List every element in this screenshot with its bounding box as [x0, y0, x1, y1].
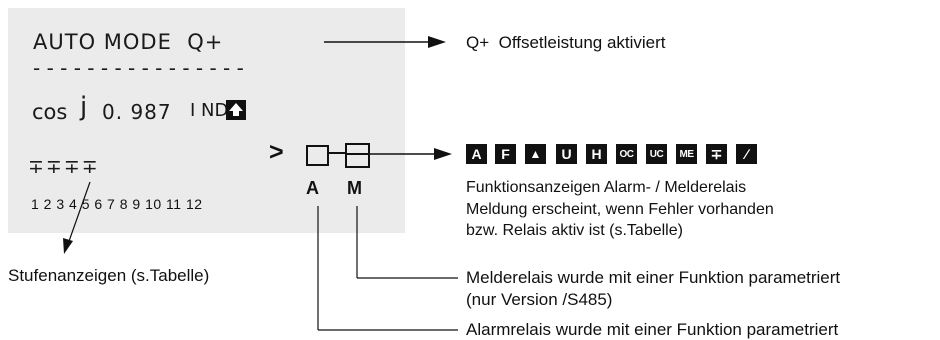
steps-annotation: Stufenanzeigen (s.Tabelle)	[8, 266, 210, 285]
harmonic-icon: H	[586, 144, 607, 164]
step-arrowhead	[63, 238, 73, 254]
voltage-icon: U	[556, 144, 577, 164]
undercurrent-icon: UC	[646, 144, 667, 164]
ind-label: I ND	[190, 100, 229, 121]
relay-m-box-divider	[345, 153, 370, 155]
lcd-display-panel	[8, 8, 405, 233]
function-description-line-3: bzw. Relais aktiv ist (s.Tabelle)	[466, 222, 683, 239]
function-description-line-1: Funktionsanzeigen Alarm- / Melderelais	[466, 179, 747, 196]
cos-label: cos	[32, 100, 68, 124]
slash-icon: ∕	[736, 144, 757, 164]
offset-annotation: Q+ Offsetleistung aktiviert	[466, 33, 666, 52]
fault-icon: F	[495, 144, 516, 164]
q-plus-arrowhead	[428, 36, 446, 48]
step-symbols: ∓∓∓∓	[28, 156, 100, 178]
inductive-arrow-icon	[226, 100, 246, 120]
dash-separator: - - - - - - - - - - - - - - - -	[33, 56, 244, 80]
relay-a-label: A	[306, 178, 319, 198]
alarmrelais-annotation: Alarmrelais wurde mit einer Funktion par…	[466, 320, 839, 339]
overcurrent-icon: OC	[616, 144, 637, 164]
relay-a-box	[306, 145, 329, 166]
function-arrowhead	[434, 148, 452, 160]
up-arrow-icon: ▲	[525, 144, 546, 164]
chevron-indicator: >	[269, 138, 284, 166]
alarm-icon: A	[466, 144, 487, 164]
me-icon: ME	[676, 144, 697, 164]
melderelais-annotation-line-2: (nur Version /S485)	[466, 290, 613, 309]
step-symbol-icon: ∓	[706, 144, 727, 164]
cos-value: 0. 987	[102, 100, 172, 124]
melderelais-annotation-line-1: Melderelais wurde mit einer Funktion par…	[466, 268, 841, 287]
relay-m-box	[345, 143, 370, 168]
phi-glyph: j	[80, 92, 88, 122]
relay-m-label: M	[347, 178, 362, 198]
step-numbers: 1 2 3 4 5 6 7 8 9 10 11 12	[31, 196, 203, 212]
function-description-line-2: Meldung erscheint, wenn Fehler vorhanden	[466, 201, 774, 218]
mode-text: AUTO MODE Q+	[33, 30, 224, 54]
